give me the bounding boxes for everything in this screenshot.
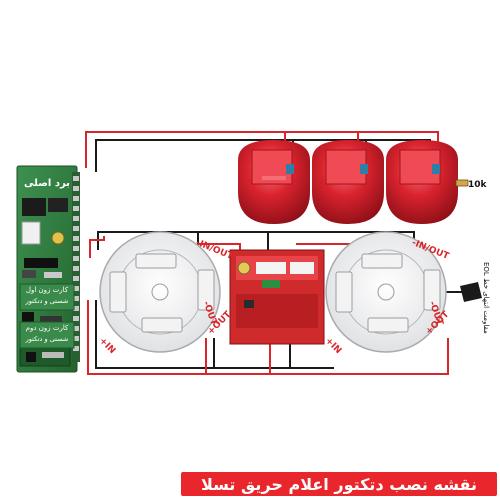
eol-resistor-siren (455, 179, 469, 187)
detector-base-right (325, 231, 447, 353)
detector-base-left (99, 231, 221, 353)
siren-2 (312, 140, 384, 224)
siren-1 (238, 140, 310, 224)
siren-red-wire (85, 131, 439, 168)
panel-zone1-sub: شستی و دتکتور (25, 297, 69, 305)
manual-call-point (229, 249, 325, 345)
resistor-label: 10k (468, 180, 487, 190)
siren-3 (386, 140, 458, 224)
panel-zone2-sub: شستی و دتکتور (25, 335, 69, 343)
diagram-caption: نقشه نصب دتکتور اعلام حریق تسلا (181, 472, 497, 496)
control-panel-board (16, 165, 80, 373)
eol-resistor-plug (460, 282, 482, 302)
eol-label: مقاومت انتهای خط EOL (482, 262, 490, 334)
panel-zone2-label: کارت زون دوم (25, 324, 69, 332)
detector-lower-red (87, 300, 449, 375)
panel-zone1-label: کارت زون اول (25, 286, 69, 294)
panel-title: برد اصلی (24, 178, 70, 189)
